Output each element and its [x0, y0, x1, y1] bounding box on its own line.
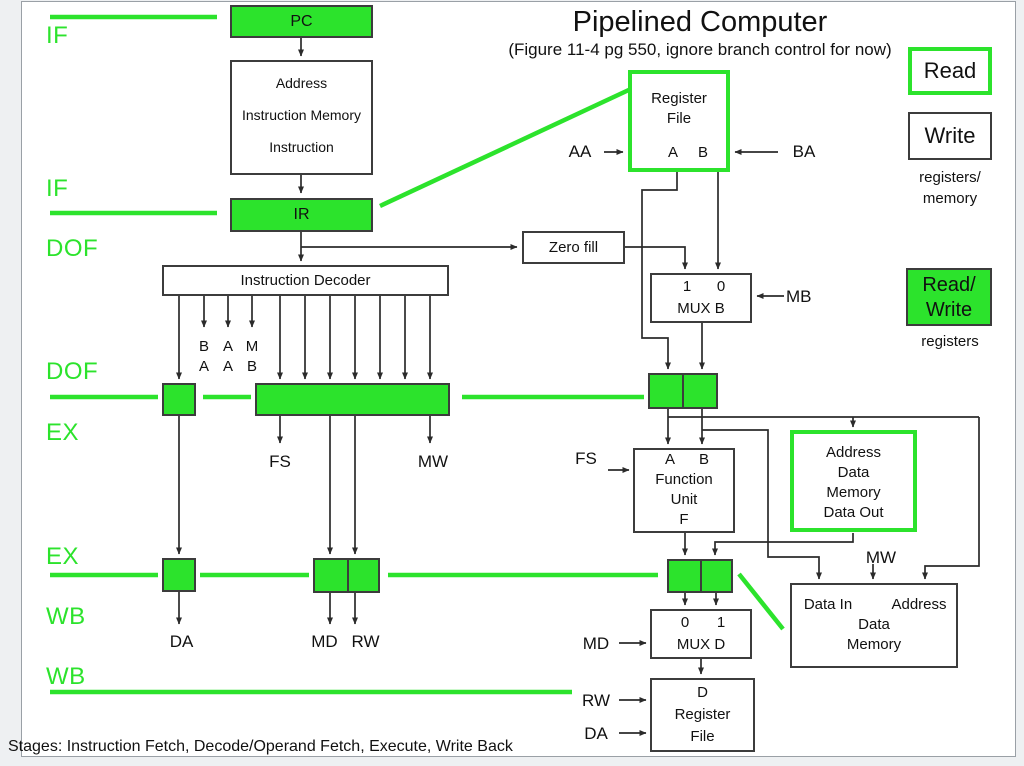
d-register-file-block: D Register File — [650, 678, 755, 752]
function-unit-title-line2: Unit — [670, 491, 698, 508]
md-signal-label-register: MD — [311, 632, 338, 651]
decode-signal-col3-bottom: B — [246, 358, 257, 375]
function-unit-port-f: F — [679, 511, 689, 528]
d-regfile-port-d: D — [697, 684, 708, 701]
mux-d-label: MUX D — [676, 636, 726, 653]
data-memory-write-block: Data In Address Data Memory — [790, 583, 958, 668]
stage-label-dof-1: DOF — [46, 235, 99, 262]
pipeline-register-ex-wb-result — [667, 559, 733, 593]
decode-signal-col3-top: M — [245, 338, 259, 355]
decode-signal-col1-bottom: A — [198, 358, 209, 375]
stages-footer-text: Stages: Instruction Fetch, Decode/Operan… — [8, 738, 513, 755]
decode-signal-col1-top: B — [198, 338, 209, 355]
function-unit-port-a: A — [664, 451, 675, 468]
stage-label-wb-1: WB — [46, 603, 86, 630]
memory-read-title-line1: Data — [837, 464, 870, 481]
legend-write-label: Write — [924, 123, 976, 148]
register-file-title-line1: Register — [651, 90, 707, 107]
stage-label-wb-2: WB — [46, 663, 86, 690]
mux-b-input-1: 1 — [682, 278, 692, 295]
legend-write-box: Write — [908, 112, 992, 160]
mux-d-block: 0 1 MUX D — [650, 609, 752, 659]
function-unit-title-line1: Function — [655, 471, 713, 488]
ir-register-block: IR — [230, 198, 373, 232]
mux-b-label: MUX B — [677, 300, 725, 317]
mux-b-input-0: 0 — [716, 278, 726, 295]
ir-label: IR — [293, 206, 310, 223]
legend-read-label: Read — [923, 58, 977, 83]
memory-write-address-port: Address — [891, 596, 947, 613]
rw-signal-label-register: RW — [351, 632, 380, 651]
register-divider — [700, 559, 702, 593]
instruction-memory-address-port: Address — [275, 75, 328, 91]
data-memory-read-block: Address Data Memory Data Out — [790, 430, 917, 532]
mw-signal-label-register: MW — [417, 452, 449, 471]
da-signal-label-writeback: DA — [584, 724, 608, 743]
fs-signal-label-function-unit: FS — [575, 449, 597, 468]
memory-read-title-line2: Memory — [826, 484, 881, 501]
mux-d-input-1: 1 — [716, 614, 726, 631]
stage-label-ex-2: EX — [46, 543, 80, 570]
instruction-memory-block: Address Instruction Memory Instruction — [230, 60, 373, 175]
zero-fill-block: Zero fill — [522, 231, 625, 264]
register-file-port-a: A — [667, 144, 678, 161]
aa-signal-label: AA — [568, 142, 592, 161]
function-unit-port-b: B — [698, 451, 709, 468]
register-file-title-line2: File — [666, 110, 692, 127]
pipeline-register-ex-wb-da — [162, 558, 196, 592]
d-regfile-title-line2: File — [690, 728, 715, 745]
da-signal-label-register: DA — [169, 632, 194, 651]
page-subtitle: (Figure 11-4 pg 550, ignore branch contr… — [508, 40, 892, 59]
zero-fill-label: Zero fill — [548, 239, 599, 256]
legend-read-box: Read — [908, 47, 992, 95]
legend-read-write-line2: Write — [925, 299, 973, 321]
md-signal-label-mux: MD — [582, 634, 610, 653]
memory-read-address-port: Address — [825, 444, 882, 461]
pipeline-register-ex-wb-control — [313, 558, 380, 593]
function-unit-block: A B Function Unit F — [633, 448, 735, 533]
pc-label: PC — [290, 12, 313, 30]
instruction-memory-instruction-port: Instruction — [269, 139, 334, 155]
legend-caption-registers-memory-1: registers/ — [919, 169, 981, 186]
rw-signal-label-writeback: RW — [581, 691, 610, 710]
pipeline-register-dof-ex-control — [255, 383, 450, 416]
page-title: Pipelined Computer — [572, 6, 828, 38]
mux-d-input-0: 0 — [680, 614, 690, 631]
pipeline-register-dof-ex-da — [162, 383, 196, 416]
memory-write-title-line2: Memory — [846, 636, 902, 653]
pipeline-register-dof-ex-ab — [648, 373, 718, 409]
register-divider — [347, 558, 349, 593]
register-file-block: Register File A B — [628, 70, 730, 172]
d-regfile-title-line1: Register — [674, 706, 731, 723]
instruction-decoder-label: Instruction Decoder — [240, 272, 371, 289]
decode-signal-col2-bottom: A — [222, 358, 233, 375]
mux-b-block: 1 0 MUX B — [650, 273, 752, 323]
mb-signal-label: MB — [786, 287, 812, 306]
mw-signal-label-memory: MW — [865, 548, 897, 567]
memory-write-datain-port: Data In — [803, 596, 853, 613]
memory-write-title-line1: Data — [858, 616, 890, 633]
instruction-memory-title: Instruction Memory — [241, 107, 362, 123]
decode-signal-col2-top: A — [222, 338, 233, 355]
instruction-decoder-block: Instruction Decoder — [162, 265, 449, 296]
ba-signal-label: BA — [792, 142, 816, 161]
stage-label-dof-2: DOF — [46, 358, 99, 385]
stage-label-ex-1: EX — [46, 419, 80, 446]
stage-label-if-2: IF — [46, 175, 69, 202]
stage-label-if-1: IF — [46, 22, 69, 49]
register-divider — [682, 373, 684, 409]
legend-read-write-line1: Read/ — [922, 274, 976, 296]
pc-register-block: PC — [230, 5, 373, 38]
legend-caption-registers: registers — [921, 333, 979, 350]
register-file-port-b: B — [697, 144, 708, 161]
legend-caption-registers-memory-2: memory — [922, 190, 978, 207]
fs-signal-label-register: FS — [269, 452, 291, 471]
memory-read-dataout-port: Data Out — [823, 504, 884, 521]
legend-read-write-box: Read/ Write — [906, 268, 992, 326]
